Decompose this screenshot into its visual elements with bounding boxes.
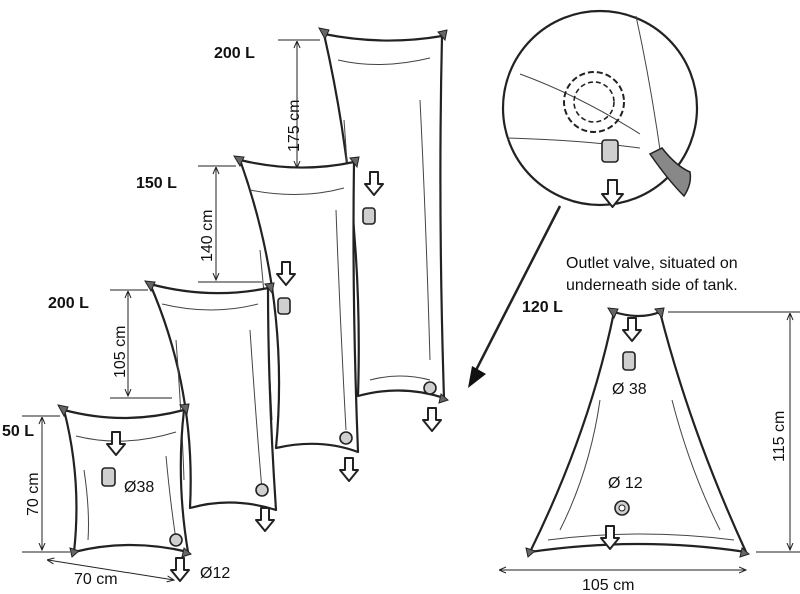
tank-height-label: 70 cm xyxy=(25,472,42,516)
tank-capacity-label: 200 L xyxy=(214,45,255,62)
tank-height-label: 140 cm xyxy=(199,210,216,262)
tank-width-label: 70 cm xyxy=(74,571,118,588)
valve-diameter-small-label: Ø12 xyxy=(200,565,230,582)
tank-capacity-label: 50 L xyxy=(2,423,34,440)
valve-diameter-small-label: Ø 12 xyxy=(608,475,643,492)
tank-height-label: 115 cm xyxy=(771,411,788,462)
tank-width-label: 105 cm xyxy=(582,577,634,594)
tank-capacity-label: 150 L xyxy=(136,175,177,192)
valve-diameter-large-label: Ø 38 xyxy=(612,381,647,398)
tank-height-label: 175 cm xyxy=(286,100,303,152)
tank-capacity-label: 200 L xyxy=(48,295,89,312)
outlet-valve-callout: Outlet valve, situated on underneath sid… xyxy=(468,9,738,388)
tank-50l: 50 L 70 cm 70 cm Ø38 Ø12 xyxy=(2,403,230,588)
callout-text-line1: Outlet valve, situated on xyxy=(566,255,738,272)
tank-capacity-label: 120 L xyxy=(522,299,563,316)
valve-diameter-large-label: Ø38 xyxy=(124,479,154,496)
tank-height-label: 105 cm xyxy=(112,326,129,378)
tank-150l: 150 L 140 cm xyxy=(136,155,384,482)
tank-120l: 120 L 115 cm 105 cm Ø 38 Ø 12 xyxy=(500,299,800,594)
tank-200l: 200 L 105 cm xyxy=(48,261,296,532)
callout-text-line2: underneath side of tank. xyxy=(566,277,738,294)
